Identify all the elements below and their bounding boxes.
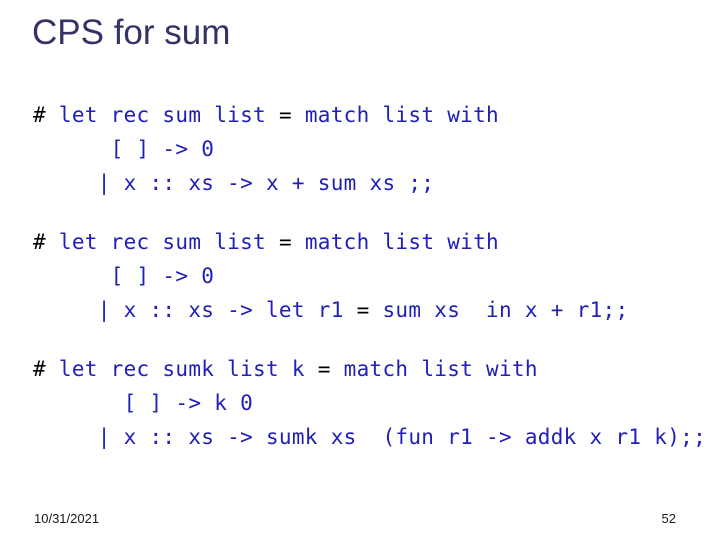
code-line: [ ] -> k 0 — [33, 391, 254, 415]
code-line: | x :: xs -> let r1 = sum xs in x + r1;; — [33, 298, 629, 322]
code-line: | x :: xs -> x + sum xs ;; — [33, 171, 435, 195]
code-line: | x :: xs -> sumk xs (fun r1 -> addk x r… — [33, 425, 707, 449]
code-block-sumk-cps: # let rec sumk list k = match list with … — [33, 352, 706, 454]
slide-title: CPS for sum — [32, 13, 231, 52]
code-line: # let rec sum list = match list with — [33, 230, 499, 254]
code-block-sum-direct: # let rec sum list = match list with [ ]… — [33, 98, 499, 200]
code-line: # let rec sumk list k = match list with — [33, 357, 538, 381]
code-line: [ ] -> 0 — [33, 137, 215, 161]
slide-page-number: 52 — [661, 511, 676, 526]
slide-date: 10/31/2021 — [34, 511, 100, 526]
code-block-sum-let: # let rec sum list = match list with [ ]… — [33, 225, 628, 327]
code-line: # let rec sum list = match list with — [33, 103, 499, 127]
code-line: [ ] -> 0 — [33, 264, 215, 288]
